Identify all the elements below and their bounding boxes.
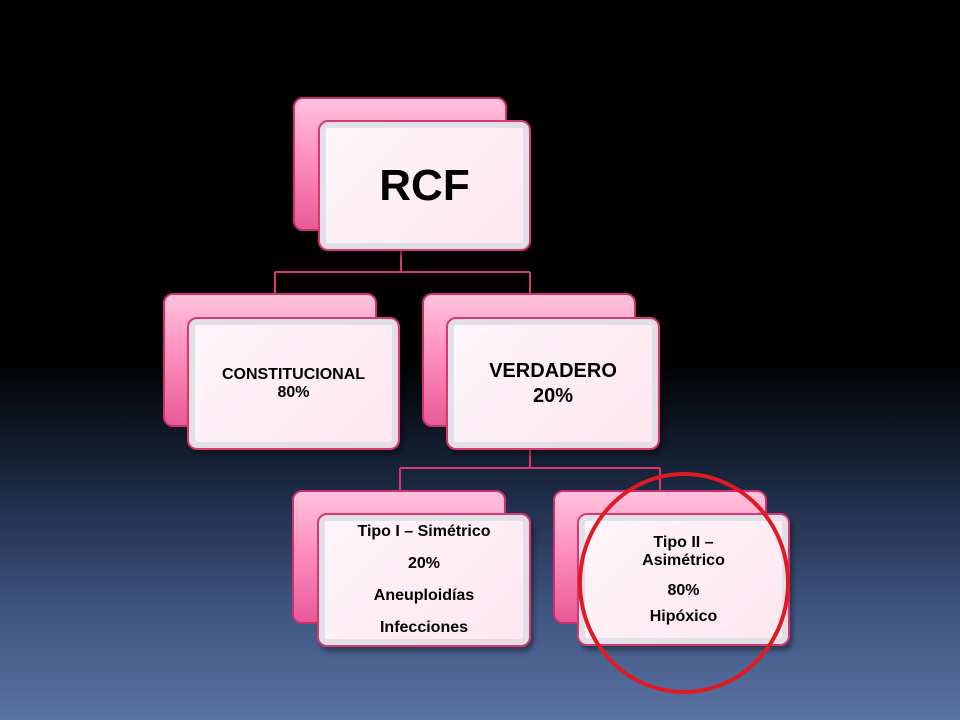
node-rcf-card: RCF	[318, 120, 531, 251]
node-verdadero-card: VERDADERO 20%	[446, 317, 660, 450]
node-tipo-i-card: Tipo I – Simétrico 20% Aneuploidías Infe…	[317, 513, 531, 647]
node-verdadero-label: VERDADERO	[489, 359, 617, 382]
highlight-circle	[578, 472, 790, 694]
node-tipo-i-percent: 20%	[407, 555, 441, 572]
node-tipo-i-note-aneuploidias: Aneuploidías	[373, 587, 475, 604]
node-tipo-i-note-infecciones: Infecciones	[379, 619, 469, 636]
node-verdadero-percent: 20%	[532, 384, 574, 407]
node-constitucional-percent: 80%	[277, 383, 310, 401]
node-rcf-label: RCF	[379, 160, 470, 210]
node-tipo-i-label: Tipo I – Simétrico	[357, 523, 491, 540]
node-constitucional-card: CONSTITUCIONAL 80%	[187, 317, 400, 450]
node-constitucional-label: CONSTITUCIONAL	[221, 365, 366, 383]
